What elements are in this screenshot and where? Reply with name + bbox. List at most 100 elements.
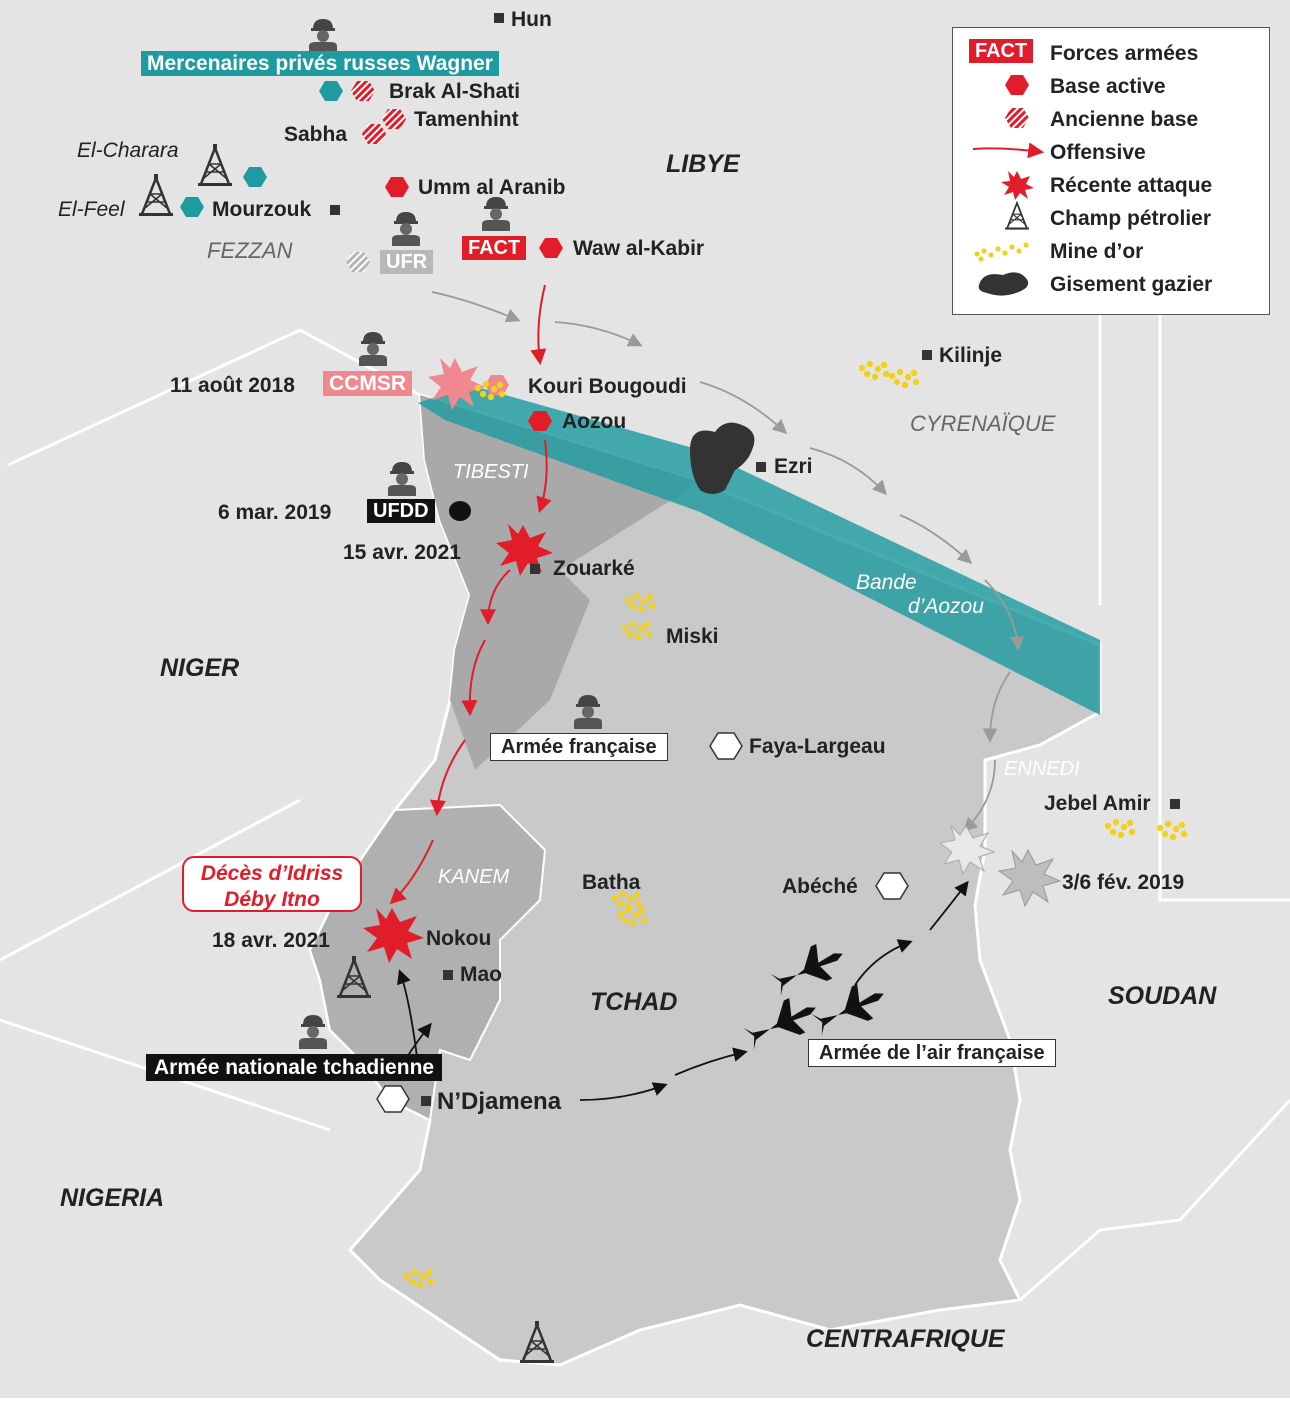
grey-arrow-3: [699, 381, 788, 434]
legend-label-gas: Gisement gazier: [1050, 273, 1213, 296]
country-centrafrique: CENTRAFRIQUE: [806, 1325, 1005, 1353]
aozou-base-icon: [528, 411, 552, 431]
legend: FACT Forces armées Base active Ancienne …: [952, 27, 1270, 315]
black-arrow-1: [397, 969, 419, 1066]
legend-row-gold: Mine d’or: [953, 234, 1269, 267]
tag-french-air-force: Armée de l’air française: [808, 1039, 1056, 1067]
gas-field-ezri: [690, 422, 755, 494]
grey-arrow-8: [962, 759, 996, 833]
umm-base-icon: [385, 177, 409, 197]
tag-wagner: Mercenaires privés russes Wagner: [141, 51, 499, 76]
callout-line-2: Déby Itno: [224, 888, 320, 911]
place-abeche: Abéché: [782, 875, 858, 898]
wagner-base-hexagon-icon: [319, 81, 343, 101]
tag-chad-army: Armée nationale tchadienne: [146, 1054, 443, 1081]
callout-line-1: Décès d’Idriss: [200, 862, 344, 885]
black-arrow-6: [929, 880, 969, 931]
gas-blob-icon: [978, 272, 1029, 296]
explosion-icon: [1001, 171, 1034, 200]
region-cyrenaique: CYRENAÏQUE: [910, 411, 1056, 436]
ufr-old-base-icon: [346, 252, 370, 272]
place-ezri: Ezri: [774, 455, 813, 478]
place-ndjamena: N’Djamena: [437, 1088, 562, 1115]
grey-arrow-1: [431, 291, 521, 323]
legend-row-old-base: Ancienne base: [953, 102, 1269, 135]
aozou-strip: [418, 385, 1100, 715]
kanem-zone: [308, 803, 547, 1122]
region-kanem: KANEM: [438, 866, 510, 888]
black-arrow-4: [674, 1047, 748, 1076]
region-bande-aozou-2: d’Aozou: [908, 595, 984, 618]
tag-ufdd: UFDD: [367, 499, 435, 523]
grey-arrow-2: [554, 321, 643, 347]
grey-arrow-6: [984, 579, 1025, 651]
tibesti-zone: [420, 395, 700, 770]
country-tchad: TCHAD: [590, 988, 678, 1016]
mourzouk-marker: [330, 205, 340, 215]
black-arrow-3: [579, 1082, 668, 1101]
legend-row-gas: Gisement gazier: [953, 267, 1269, 300]
red-arrow-4: [461, 639, 486, 717]
mao-marker: [443, 970, 453, 980]
country-libye: LIBYE: [666, 150, 740, 178]
grey-arrow-5: [899, 514, 973, 564]
red-arrow-1: [530, 284, 547, 366]
legend-row-offensive: Offensive: [953, 135, 1269, 168]
legend-label-offensive: Offensive: [1050, 141, 1146, 164]
place-batha: Batha: [582, 871, 641, 894]
place-aozou: Aozou: [562, 410, 627, 433]
field-el-charara: El-Charara: [77, 139, 179, 162]
ezri-marker: [756, 462, 766, 472]
grey-arrow-7: [982, 671, 1011, 743]
region-tibesti: TIBESTI: [453, 461, 529, 483]
gold-dots-icon: [974, 242, 1029, 262]
legend-row-oil: Champ pétrolier: [953, 201, 1269, 234]
legend-label-gold: Mine d’or: [1050, 240, 1144, 263]
place-nokou: Nokou: [426, 927, 492, 950]
legend-label-old-base: Ancienne base: [1050, 108, 1199, 131]
legend-label-forces: Forces armées: [1050, 42, 1199, 65]
region-bande-aozou-1: Bande: [856, 571, 917, 594]
hatched-hexagon-icon: [1005, 108, 1029, 128]
red-arrow-6: [389, 839, 434, 905]
abeche-base-icon: [875, 872, 909, 900]
el-charara-base-icon: [243, 167, 267, 187]
place-faya: Faya-Largeau: [749, 735, 886, 758]
field-el-feel: El-Feel: [58, 198, 125, 221]
place-kouri: Kouri Bougoudi: [528, 375, 687, 398]
place-mourzouk: Mourzouk: [212, 198, 312, 221]
date-ccmsr: 11 août 2018: [170, 374, 295, 397]
explosion-ennedi-1-icon: [938, 824, 996, 876]
ndjamena-marker: [421, 1096, 431, 1106]
date-ufdd: 6 mar. 2019: [218, 501, 332, 524]
legend-label-oil: Champ pétrolier: [1050, 207, 1212, 230]
region-ennedi: ENNEDI: [1004, 758, 1080, 780]
region-fezzan: FEZZAN: [207, 238, 293, 263]
red-arrow-icon: [972, 142, 1045, 159]
faya-base-icon: [709, 732, 743, 760]
legend-row-forces: FACT Forces armées: [953, 36, 1269, 69]
tag-ccmsr: CCMSR: [323, 371, 412, 396]
red-arrow-2: [536, 439, 552, 514]
legend-label-attack: Récente attaque: [1050, 174, 1213, 197]
date-zouarke: 15 avr. 2021: [343, 541, 461, 564]
jebel-marker: [1170, 799, 1180, 809]
ufdd-base-icon: [449, 501, 471, 521]
red-arrow-5: [430, 739, 466, 817]
place-hun: Hun: [511, 8, 552, 31]
red-hexagon-icon: [1005, 75, 1029, 95]
country-soudan: SOUDAN: [1108, 982, 1217, 1010]
place-sabha: Sabha: [284, 123, 348, 146]
brak-old-base-icon: [351, 81, 375, 101]
legend-row-attack: Récente attaque: [953, 168, 1269, 201]
hun-marker: [494, 13, 504, 23]
grey-arrow-4: [809, 447, 887, 496]
explosion-ennedi-2-icon: [997, 848, 1062, 908]
date-ennedi: 3/6 fév. 2019: [1062, 871, 1185, 894]
date-nokou: 18 avr. 2021: [212, 929, 330, 952]
country-nigeria: NIGERIA: [60, 1184, 165, 1212]
country-niger: NIGER: [160, 654, 240, 682]
explosion-kouri-icon: [428, 358, 485, 410]
ndjamena-base-icon: [376, 1085, 410, 1113]
